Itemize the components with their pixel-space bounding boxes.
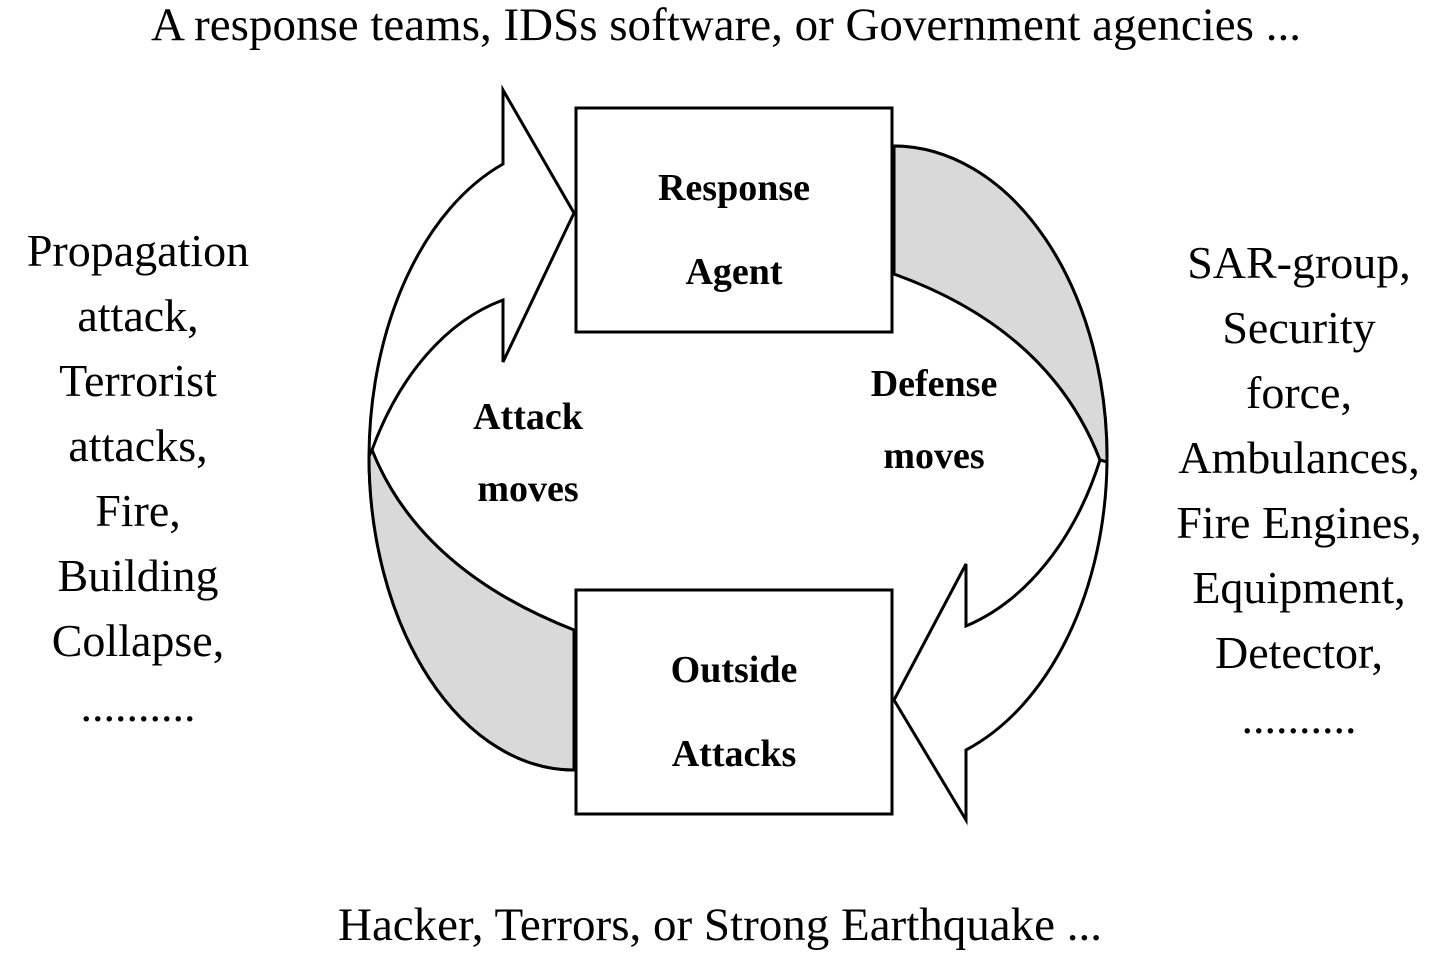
top-caption: A response teams, IDSs software, or Gove… <box>151 0 1301 51</box>
response-agent-box <box>574 106 894 334</box>
response-resource-item: Ambulances, <box>1178 432 1420 483</box>
attack-type-item: Terrorist <box>59 355 217 406</box>
response-resources-list: SAR-group, Security force, Ambulances, F… <box>1146 230 1452 750</box>
attack-type-item: .......... <box>80 680 196 731</box>
outside-attacks-label-line: Attacks <box>671 733 797 775</box>
response-agent-label: Response Agent <box>576 146 892 314</box>
attack-type-item: attack, <box>77 290 199 341</box>
defense-moves-label-line: Defense <box>870 363 998 405</box>
response-resource-item: SAR-group, <box>1187 237 1411 288</box>
outside-attacks-box <box>574 588 894 816</box>
response-agent-label-line: Agent <box>685 251 783 293</box>
attack-type-item: Building <box>57 550 219 601</box>
attack-moves-label-line: moves <box>477 468 579 510</box>
attack-type-item: attacks, <box>68 420 208 471</box>
outside-attacks-label-line: Outside <box>670 649 798 691</box>
attack-cycle-band <box>367 446 576 772</box>
attack-type-item: Propagation <box>26 225 250 276</box>
response-agent-label-line: Response <box>657 167 811 209</box>
bottom-caption: Hacker, Terrors, or Strong Earthquake ..… <box>338 899 1102 951</box>
outside-attacks-label: Outside Attacks <box>576 628 892 796</box>
response-resource-item: force, <box>1246 367 1352 418</box>
response-resource-item: Equipment, <box>1192 562 1406 613</box>
attack-moves-label-line: Attack <box>473 396 583 438</box>
response-resource-item: .......... <box>1241 692 1357 743</box>
attack-type-item: Fire, <box>95 485 181 536</box>
attack-types-list: Propagation attack, Terrorist attacks, F… <box>0 218 276 738</box>
response-resource-item: Detector, <box>1214 627 1383 678</box>
response-resource-item: Fire Engines, <box>1176 497 1422 548</box>
attack-type-item: Collapse, <box>51 615 225 666</box>
defense-moves-label: Defense moves <box>814 348 1054 492</box>
response-resource-item: Security <box>1222 302 1376 353</box>
attack-moves-label: Attack moves <box>418 381 638 525</box>
defense-cycle-band <box>892 144 1109 464</box>
defense-moves-label-line: moves <box>883 435 985 477</box>
